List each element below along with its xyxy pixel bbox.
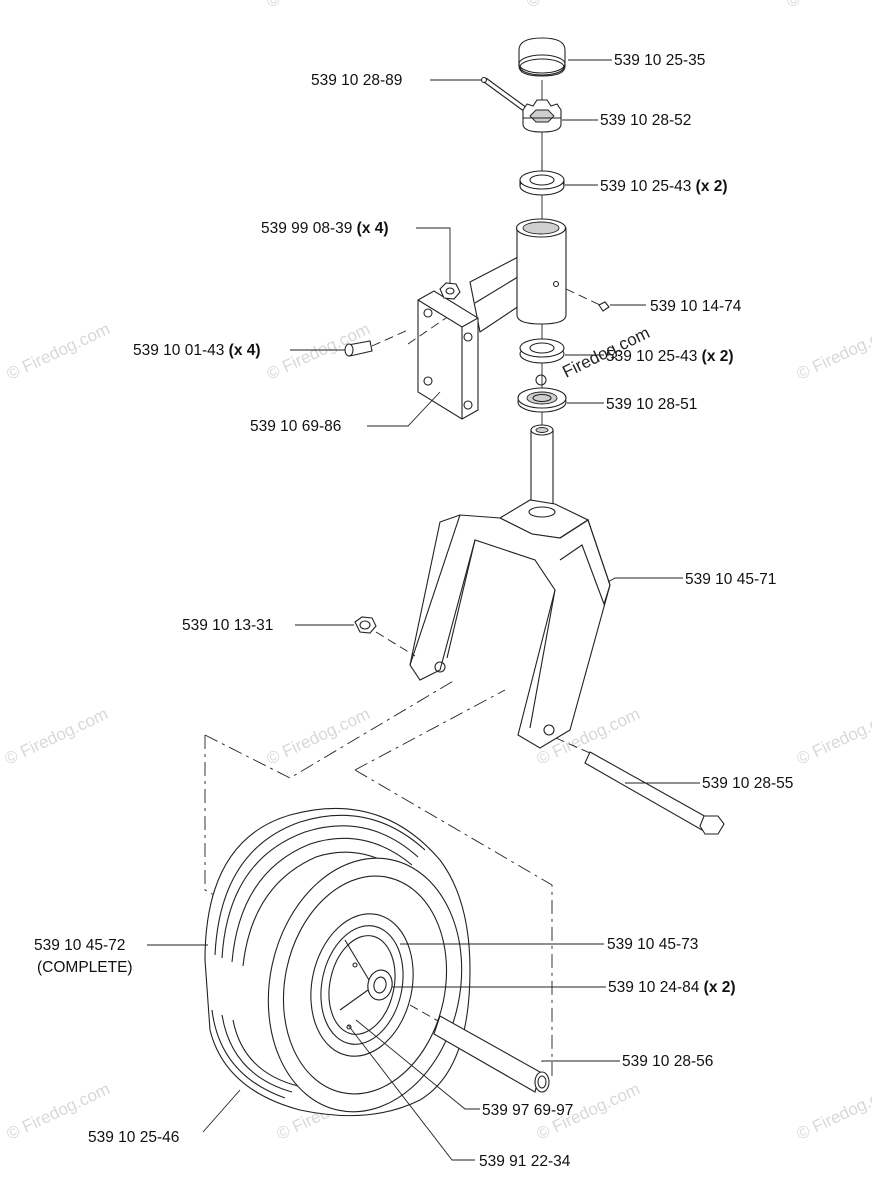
part-label: 539 10 01-43 (x 4) bbox=[133, 342, 261, 359]
part-label: 539 10 25-43 (x 2) bbox=[606, 348, 734, 365]
bracket-nut-part bbox=[407, 282, 461, 345]
watermark: © Firedog.com bbox=[794, 1079, 872, 1143]
part-label: 539 10 25-46 bbox=[88, 1129, 179, 1146]
lower-bearing-part bbox=[519, 338, 565, 364]
part-label: 539 10 13-31 bbox=[182, 617, 273, 634]
watermark: © Firedog.com bbox=[264, 704, 373, 768]
upper-bearing-part bbox=[519, 170, 565, 196]
axle-nut-part bbox=[354, 616, 416, 657]
part-label: 539 10 14-74 bbox=[650, 298, 742, 315]
watermark: © Firedog.com bbox=[794, 319, 872, 383]
dust-cap-part bbox=[518, 37, 566, 77]
part-label-note: (COMPLETE) bbox=[37, 959, 133, 976]
part-label: 539 10 69-86 bbox=[250, 418, 341, 435]
part-label: 539 91 22-34 bbox=[479, 1153, 571, 1170]
grease-fitting-part bbox=[565, 288, 610, 312]
part-label: 539 10 24-84 (x 2) bbox=[608, 979, 736, 996]
watermark: © Firedog.com bbox=[524, 0, 633, 12]
tire-wheel-part bbox=[204, 807, 471, 1117]
spacer-tube-part bbox=[409, 1004, 550, 1093]
watermark: © Firedog.com bbox=[794, 704, 872, 768]
watermark: © Firedog.com bbox=[4, 319, 113, 383]
seal-part bbox=[517, 374, 567, 413]
watermark: © Firedog.com bbox=[2, 704, 111, 768]
mounting-bracket-part bbox=[417, 218, 567, 420]
part-label: 539 97 69-97 bbox=[482, 1102, 573, 1119]
leader-lines bbox=[147, 59, 700, 1161]
caster-fork-part bbox=[409, 424, 611, 749]
part-label: 539 10 45-72 bbox=[34, 937, 125, 954]
axle-bolt-part bbox=[555, 737, 725, 835]
part-label: 539 10 28-51 bbox=[606, 396, 697, 413]
part-label: 539 10 45-71 bbox=[685, 571, 776, 588]
part-label: 539 10 28-89 bbox=[311, 72, 402, 89]
part-label: 539 10 28-55 bbox=[702, 775, 793, 792]
part-label: 539 10 28-56 bbox=[622, 1053, 713, 1070]
castle-nut-part bbox=[522, 99, 562, 133]
part-label: 539 10 28-52 bbox=[600, 112, 691, 129]
part-label: 539 10 25-35 bbox=[614, 52, 705, 69]
part-label: 539 10 25-43 (x 2) bbox=[600, 178, 728, 195]
bracket-bolt-part bbox=[344, 329, 409, 357]
watermark: © Firedog.com bbox=[784, 0, 872, 12]
part-label: 539 10 45-73 bbox=[607, 936, 698, 953]
part-label: 539 99 08-39 (x 4) bbox=[261, 220, 389, 237]
watermark: © Firedog.com bbox=[264, 0, 373, 12]
